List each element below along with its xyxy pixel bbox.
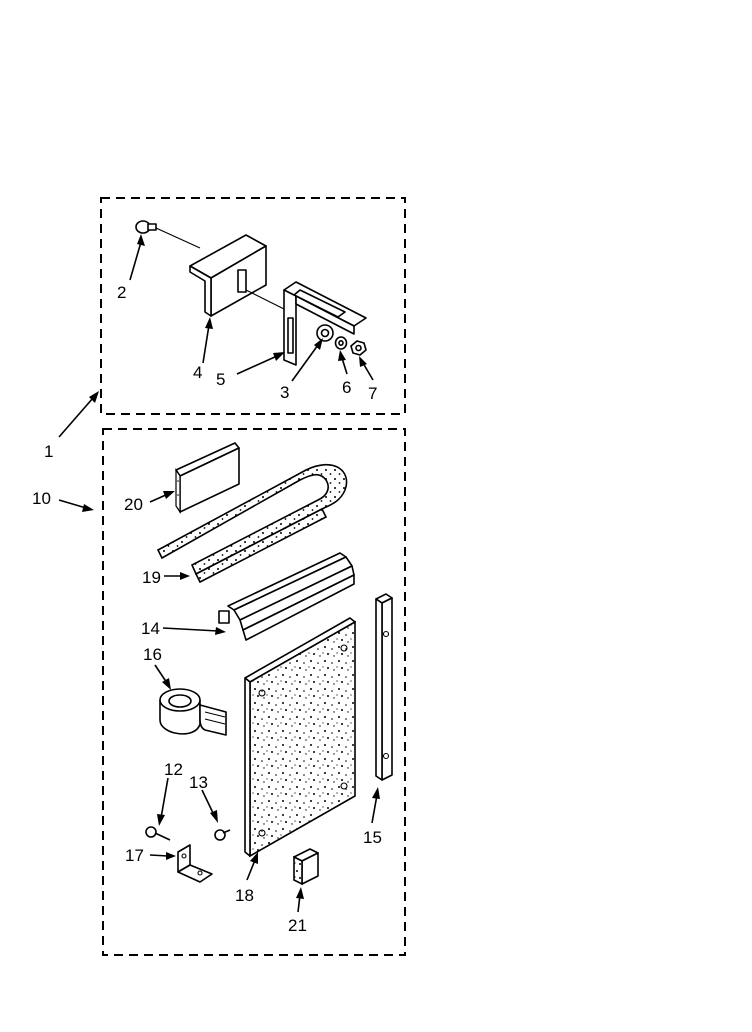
callout-7: 7 [368, 384, 377, 403]
part-6-lockwasher [334, 336, 348, 350]
callout-4: 4 [193, 363, 202, 382]
callout-17: 17 [125, 846, 144, 865]
callout-18: 18 [235, 886, 254, 905]
part-17-bracket [177, 844, 213, 883]
callout-5: 5 [216, 370, 225, 389]
callout-15: 15 [363, 828, 382, 847]
callout-19: 19 [142, 568, 161, 587]
part-14-channel [218, 552, 355, 641]
part-12-screw [145, 826, 171, 841]
callout-12: 12 [164, 760, 183, 779]
part-15-strip [375, 593, 393, 781]
part-19-seal [156, 464, 348, 584]
part-16-tape [159, 688, 227, 736]
callout-3: 3 [280, 383, 289, 402]
group-box-upper [100, 197, 406, 415]
callout-14: 14 [141, 619, 160, 638]
callout-1: 1 [44, 442, 53, 461]
group-box-lower [102, 428, 406, 956]
callout-6: 6 [342, 378, 351, 397]
part-21-block [293, 848, 319, 886]
part-20-strip [175, 442, 240, 514]
callout-2: 2 [117, 283, 126, 302]
part-5-bracket [283, 281, 367, 366]
part-2-screw [135, 220, 201, 249]
callout-16: 16 [143, 645, 162, 664]
part-7-nut [350, 340, 367, 356]
callout-20: 20 [124, 495, 143, 514]
part-13-screw [214, 829, 231, 841]
part-3-washer [316, 324, 334, 342]
callout-13: 13 [189, 773, 208, 792]
callout-10: 10 [32, 489, 51, 508]
part-4-cover [189, 234, 267, 317]
callout-21: 21 [288, 916, 307, 935]
part-18-panel [244, 617, 356, 858]
